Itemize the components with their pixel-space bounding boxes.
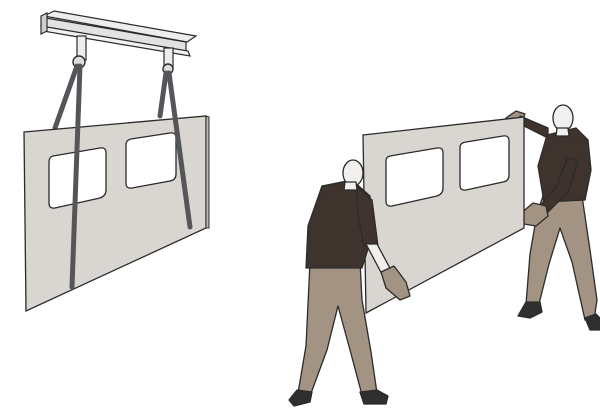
worker-rear-head [553, 105, 573, 131]
scene-manual-carry [289, 105, 600, 406]
worker-rear-shoe-left [518, 302, 542, 318]
spreader-beam [41, 11, 196, 74]
worker-front-shoe-left [289, 390, 312, 406]
panel-edge [206, 116, 209, 228]
worker-rear-neck [556, 128, 569, 136]
sling-right-back-leg [160, 73, 166, 116]
worker-front-neck [344, 182, 357, 190]
carried-panel-window-right [460, 136, 509, 190]
worker-front-shoe-right [360, 390, 388, 404]
sling-left-back-leg [55, 66, 77, 128]
panel-window-right [126, 133, 176, 188]
scene-sling-lift [24, 11, 209, 311]
slings-back [55, 66, 166, 128]
beam-end-face [41, 13, 47, 34]
